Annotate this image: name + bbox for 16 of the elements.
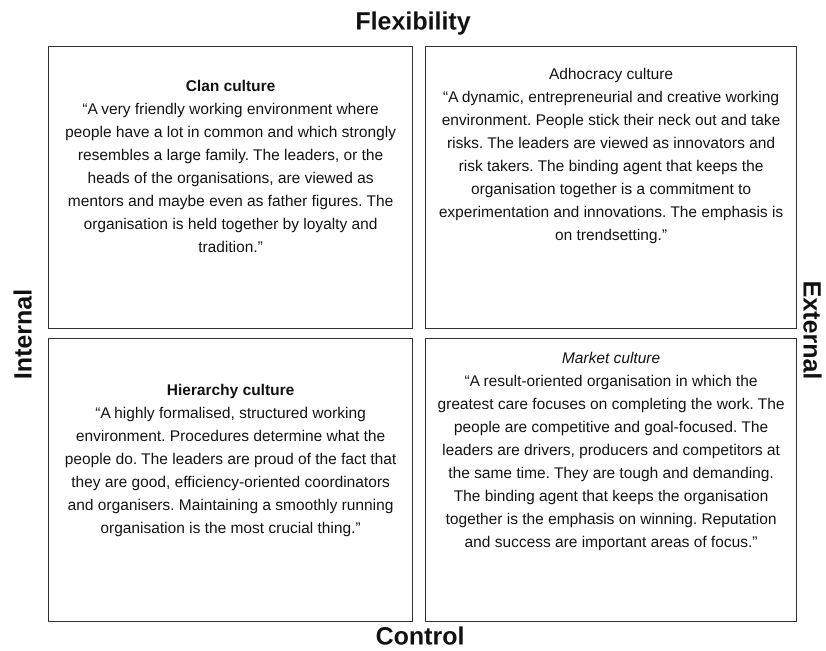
- axis-label: Control: [376, 622, 464, 651]
- quadrant-description: “A dynamic, entrepreneurial and creative working environment. People stick their neck out and take risks. The leaders are viewed as innovators and risk takers. The binding agent that keeps the organisation together is a commitment to experimentation and innovations. The emphasis is on trendsetting.”: [438, 88, 784, 246]
- culture-quadrant: [48, 46, 413, 329]
- quadrant-heading: Clan culture: [186, 77, 276, 97]
- culture-quadrant: [48, 338, 413, 622]
- quadrant-description: “A highly formalised, structured working environment. Procedures determine what the people do. The leaders are proud of the fact that they are good, efficiency-oriented coordinators and organisers. Maintaining a smoothly running organisation is the most crucial thing.”: [64, 404, 398, 539]
- culture-quadrant: [425, 338, 797, 622]
- quadrant-description: “A very friendly working environment where people have a lot in common and which strongly resembles a large family. The leaders, or the heads of the organisations, are viewed as mentors and maybe even as father figures. The organisation is held together by loyalty and tradition.”: [64, 100, 397, 258]
- axis-label: External: [796, 280, 826, 380]
- culture-quadrant: [425, 46, 797, 329]
- quadrant-heading: Market culture: [562, 349, 660, 369]
- quadrant-description: “A result-oriented organisation in which the greatest care focuses on completing the work. The people are competitive and goal-focused. The leaders are drivers, producers and competitors at the same time. They are tough and demanding. The binding agent that keeps the organisation together is the emphasis on winning. Reputation and success are important areas of focus.”: [436, 372, 786, 553]
- axis-label: Internal: [10, 288, 38, 380]
- quadrant-heading: Adhocracy culture: [548, 65, 674, 85]
- quadrant-heading: Hierarchy culture: [166, 381, 294, 401]
- axis-label: Flexibility: [355, 8, 471, 36]
